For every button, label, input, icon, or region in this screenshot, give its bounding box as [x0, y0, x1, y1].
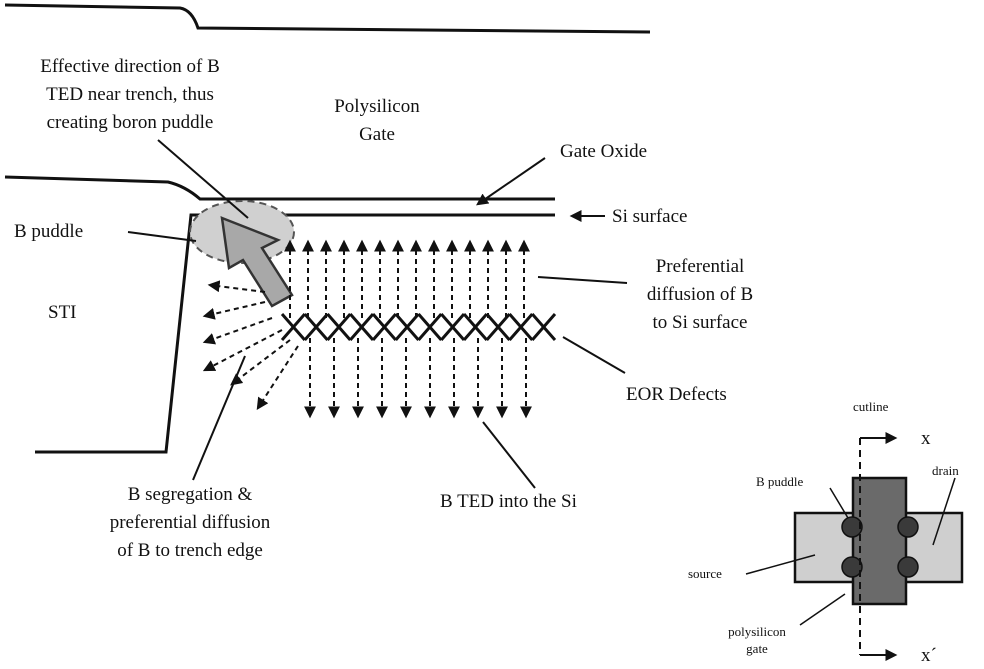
b-puddle-label: B puddle	[14, 221, 83, 242]
down-diffusion-arrows	[304, 338, 532, 419]
eor-defect-segment	[462, 313, 488, 341]
inset-top-view: cutline x x´ B puddle drain source polys…	[688, 399, 964, 666]
poly-gate-label-2: Gate	[359, 124, 395, 145]
effective-direction-label-2: TED near trench, thus	[46, 84, 214, 105]
effective-direction-label-1: Effective direction of B	[40, 56, 220, 77]
leader-eor	[562, 336, 626, 374]
eor-defect-segment	[371, 313, 397, 341]
inset-gate-region	[851, 476, 908, 606]
inset-drain-label: drain	[932, 463, 959, 478]
leader-gate-oxide	[476, 157, 546, 206]
gate-oxide-top-edge	[4, 175, 555, 201]
eor-defect-segment	[508, 313, 534, 341]
eor-defects-zigzag	[280, 313, 557, 341]
fan-arrow	[202, 301, 266, 320]
inset-puddle-dot	[897, 556, 919, 578]
eor-defect-segment	[531, 313, 557, 341]
fan-arrow	[202, 317, 273, 345]
sti-trench-edge	[35, 213, 200, 454]
inset-leader-puddle	[829, 487, 849, 519]
fan-arrow	[207, 280, 266, 293]
inset-leader-poly	[799, 593, 846, 626]
up-diffusion-arrows	[284, 239, 530, 318]
fan-diffusion-arrows	[202, 280, 299, 411]
eor-defect-segment	[326, 313, 352, 341]
inset-poly-label-2: gate	[746, 641, 768, 656]
segregation-label-2: preferential diffusion	[110, 512, 271, 533]
eor-defect-segment	[485, 313, 511, 341]
inset-leader-drain	[932, 477, 956, 546]
preferential-label-1: Preferential	[656, 256, 745, 277]
preferential-label-2: diffusion of B	[647, 284, 753, 305]
leader-segregation	[192, 355, 246, 481]
segregation-label-1: B segregation &	[128, 484, 253, 505]
leader-lines	[127, 139, 628, 489]
leader-effective-direction	[157, 139, 249, 219]
gate-oxide-label: Gate Oxide	[560, 141, 647, 162]
fan-arrow	[230, 339, 291, 386]
inset-cutline-label: cutline	[853, 399, 889, 414]
eor-defect-segment	[303, 313, 329, 341]
eor-defect-segment	[394, 313, 420, 341]
eor-defects-label: EOR Defects	[626, 384, 727, 405]
segregation-label-3: of B to trench edge	[117, 540, 263, 561]
inset-source-label: source	[688, 566, 722, 581]
inset-leader-source	[745, 554, 816, 575]
eor-defect-segment	[349, 313, 375, 341]
b-ted-label: B TED into the Si	[440, 491, 577, 512]
fan-arrow	[256, 345, 299, 411]
inset-x-bottom-label: x´	[921, 645, 937, 666]
eor-defect-segment	[440, 313, 466, 341]
inset-puddle-dot	[841, 556, 863, 578]
effective-direction-arrow	[220, 216, 294, 308]
inset-b-puddle-label: B puddle	[756, 474, 804, 489]
effective-direction-label-3: creating boron puddle	[47, 112, 214, 133]
poly-gate-label-1: Polysilicon	[334, 96, 420, 117]
main-labels: Effective direction of B TED near trench…	[14, 56, 753, 561]
inset-puddle-dot	[841, 516, 863, 538]
fan-arrow	[202, 329, 283, 372]
leader-b-puddle	[127, 231, 197, 242]
eor-defect-segment	[280, 313, 306, 341]
inset-puddle-dot	[897, 516, 919, 538]
leader-preferential	[537, 276, 628, 284]
preferential-label-3: to Si surface	[653, 312, 748, 333]
inset-x-top-label: x	[921, 428, 931, 449]
si-surface-label: Si surface	[612, 206, 687, 227]
poly-gate-top-edge	[4, 3, 651, 34]
inset-poly-label-1: polysilicon	[728, 624, 786, 639]
eor-defect-segment	[417, 313, 443, 341]
sti-label: STI	[48, 302, 77, 323]
leader-ted	[482, 421, 536, 489]
